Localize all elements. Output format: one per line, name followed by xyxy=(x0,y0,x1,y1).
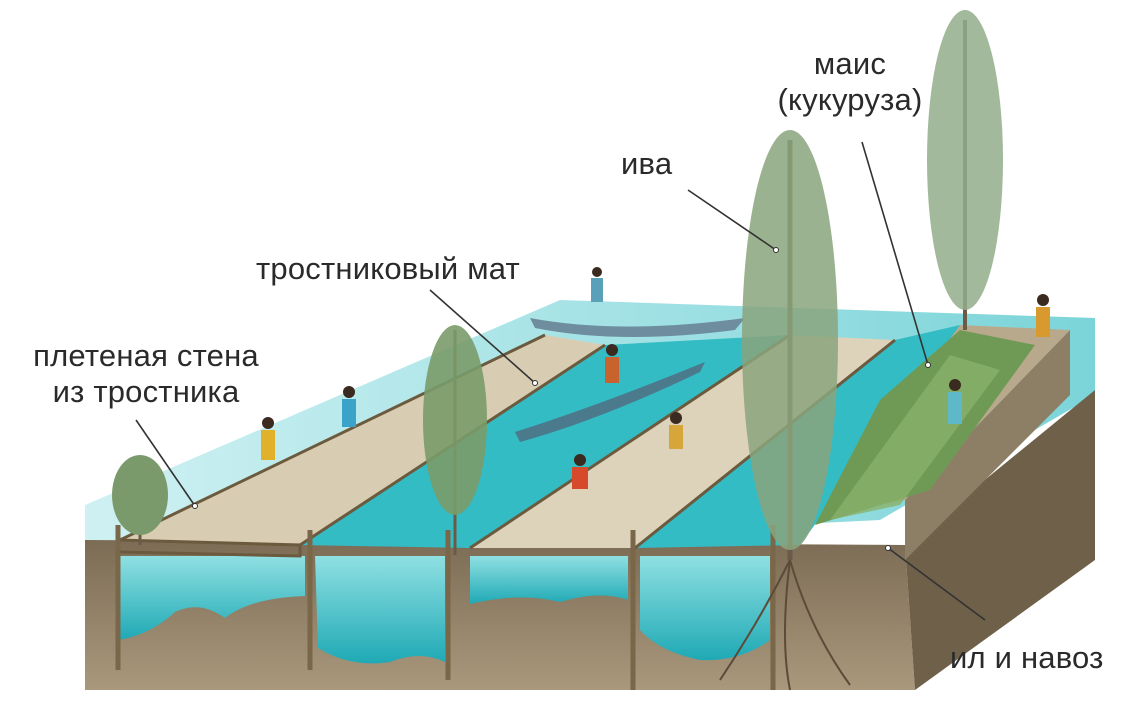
leader-dots xyxy=(192,247,931,551)
canal-top-1 xyxy=(300,335,790,548)
leader-silt xyxy=(887,547,986,621)
willow-tree xyxy=(719,130,851,691)
tree-left xyxy=(112,455,168,545)
raised-field-side xyxy=(905,330,1070,560)
label-maize: маис (кукуруза) xyxy=(760,46,940,118)
leader-maize xyxy=(861,141,929,366)
wall-stakes xyxy=(115,525,776,690)
leader-lines xyxy=(135,141,986,621)
canal-section-2 xyxy=(315,556,445,664)
label-willow: ива xyxy=(621,146,673,181)
label-reed-mat: тростниковый мат xyxy=(256,251,520,286)
canal-section-4 xyxy=(640,556,770,661)
farmer-figures xyxy=(261,267,1050,489)
canal-section-1 xyxy=(88,556,305,640)
label-silt: ил и навоз xyxy=(950,640,1104,675)
canoes xyxy=(515,318,745,442)
leader-reed-mat xyxy=(429,289,536,384)
leader-willow xyxy=(687,189,777,251)
leader-wall xyxy=(135,419,196,507)
label-wall-line1: плетеная стена xyxy=(33,338,259,373)
tree-center xyxy=(423,325,487,555)
tall-tree-right xyxy=(927,10,1003,330)
label-reed-wall: плетеная стена из тростника xyxy=(8,338,284,410)
label-wall-line2: из тростника xyxy=(52,374,240,409)
canal-section-3 xyxy=(470,556,628,604)
label-maize-line2: (кукуруза) xyxy=(777,82,923,117)
soil-side-face xyxy=(905,390,1095,690)
label-maize-line1: маис xyxy=(813,46,887,81)
